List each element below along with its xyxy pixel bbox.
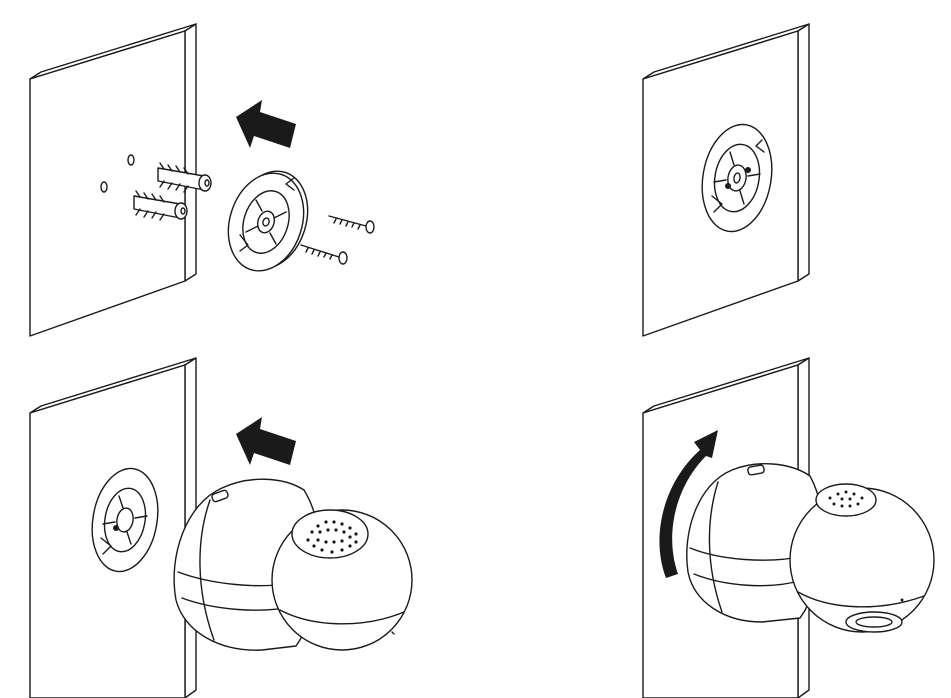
camera-icon — [173, 478, 413, 651]
step-2-panel — [642, 23, 810, 337]
rotation-arrow-icon — [659, 430, 718, 578]
wall-anchor-icon — [157, 162, 212, 193]
wall — [29, 23, 197, 337]
mount-plate-installed-icon — [701, 123, 773, 233]
step-1-panel — [29, 23, 375, 337]
speaker-grille-icon — [306, 520, 358, 554]
mount-plate-installed-icon — [91, 467, 159, 573]
push-arrow-icon — [236, 417, 296, 465]
wall-hole-icon — [127, 154, 135, 166]
speaker-grille-icon — [828, 490, 864, 508]
mount-plate-icon — [227, 170, 309, 272]
step-3-panel — [29, 357, 413, 698]
camera-mounted-icon — [686, 463, 935, 633]
wall-anchor-icon — [133, 190, 188, 221]
screw-icon — [328, 215, 375, 234]
step-4-panel — [642, 357, 935, 698]
screw-icon — [300, 244, 348, 265]
wall-hole-icon — [100, 181, 108, 193]
push-arrow-icon — [236, 100, 296, 148]
lens-icon — [845, 598, 904, 633]
